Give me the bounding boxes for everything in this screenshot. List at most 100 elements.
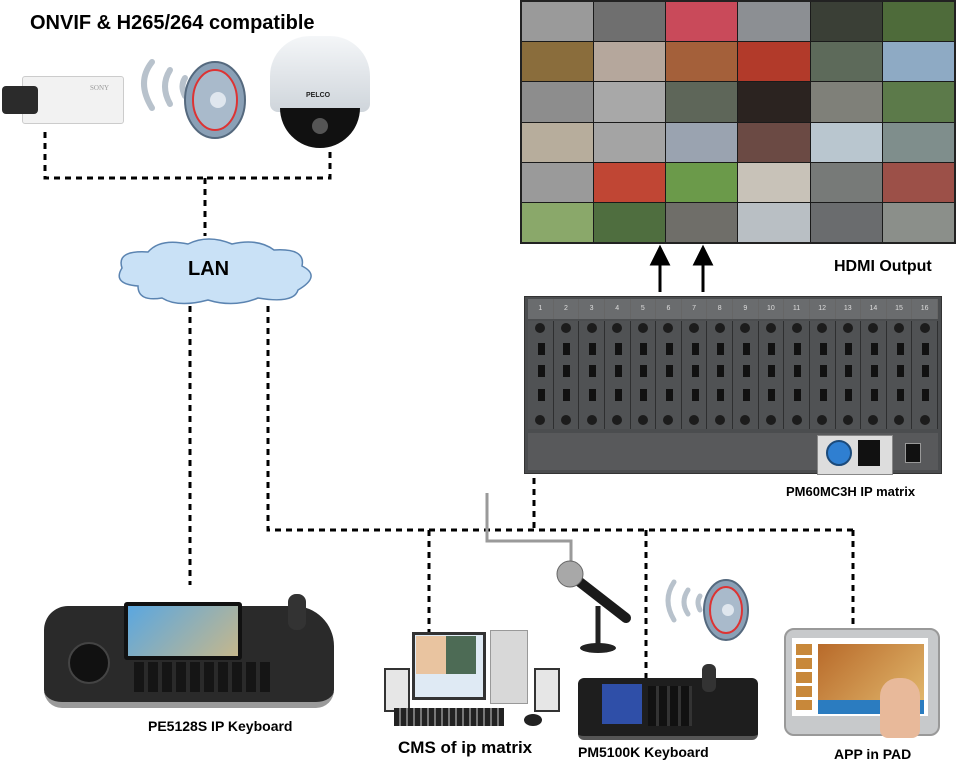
hdmi-port: [794, 343, 802, 355]
slot-number-strip: 1 2 3 4 5 6 7 8 9 10 11 12 13 14 15 16: [528, 299, 938, 319]
power-socket-icon: [858, 440, 880, 466]
hdmi-port: [537, 343, 545, 355]
hdmi-port: [691, 343, 699, 355]
decoder-card: [758, 321, 785, 429]
hdmi-port: [691, 365, 699, 377]
power-switch: [905, 443, 921, 463]
hdmi-port: [845, 343, 853, 355]
hdmi-port: [614, 365, 622, 377]
decoder-card: [579, 321, 605, 429]
bnc-connector: [535, 323, 546, 333]
bnc-connector: [765, 323, 776, 333]
bnc-connector: [842, 323, 853, 333]
decoder-card: [630, 321, 657, 429]
decoder-card: [861, 321, 887, 429]
wire-lan-bus: [266, 306, 853, 532]
slot-number: 5: [630, 299, 657, 319]
hdmi-port: [922, 365, 930, 377]
hdmi-port: [794, 365, 802, 377]
lcd-display: [602, 684, 642, 724]
bnc-connector: [637, 323, 648, 333]
decoder-cards: [528, 321, 938, 429]
mouse-icon: [524, 714, 542, 726]
hdmi-port: [870, 365, 878, 377]
fan-icon: [826, 440, 852, 466]
hdmi-port: [845, 389, 853, 401]
bnc-connector: [663, 415, 674, 425]
bnc-connector: [817, 415, 828, 425]
decoder-card: [733, 321, 759, 429]
wire-microphone: [485, 493, 573, 565]
hdmi-port: [922, 343, 930, 355]
box-camera: SONY: [2, 68, 124, 130]
ip-matrix-chassis: 1 2 3 4 5 6 7 8 9 10 11 12 13 14 15 16: [524, 296, 942, 475]
bnc-connector: [535, 415, 546, 425]
decoder-card: [681, 321, 708, 429]
pad-label: APP in PAD: [834, 746, 912, 762]
slot-number: 2: [553, 299, 580, 319]
bnc-connector: [637, 415, 648, 425]
bnc-connector: [740, 323, 751, 333]
hdmi-output-label: HDMI Output: [834, 258, 932, 275]
diagram-title: ONVIF & H265/264 compatible: [30, 12, 315, 34]
hdmi-port: [768, 343, 776, 355]
hdmi-port: [768, 389, 776, 401]
pm5100k-label: PM5100K Keyboard: [578, 744, 709, 760]
bnc-connector: [586, 323, 597, 333]
slot-number: 3: [579, 299, 605, 319]
hdmi-port: [896, 389, 904, 401]
hdmi-port: [896, 365, 904, 377]
speaker-icon: [130, 48, 256, 140]
slot-number: 4: [604, 299, 631, 319]
hdmi-port: [742, 365, 750, 377]
bnc-connector: [663, 323, 674, 333]
bnc-connector: [560, 415, 571, 425]
hdmi-port: [870, 343, 878, 355]
bnc-connector: [868, 323, 879, 333]
decoder-card: [707, 321, 733, 429]
bnc-connector: [791, 323, 802, 333]
hdmi-port: [870, 389, 878, 401]
bnc-connector: [842, 415, 853, 425]
bnc-connector: [689, 415, 700, 425]
slot-number: 6: [656, 299, 682, 319]
decoder-card: [809, 321, 836, 429]
bnc-connector: [612, 323, 623, 333]
lan-cloud: LAN: [108, 236, 324, 306]
bnc-connector: [714, 415, 725, 425]
hdmi-port: [691, 389, 699, 401]
hand-icon: [880, 678, 920, 738]
hdmi-port: [794, 389, 802, 401]
tablet-pad: [780, 628, 940, 740]
hdmi-port: [614, 343, 622, 355]
pm5100k-keyboard: [578, 664, 758, 740]
slot-number: 10: [758, 299, 785, 319]
slot-number: 7: [681, 299, 708, 319]
matrix-label: PM60MC3H IP matrix: [786, 484, 916, 499]
lan-label: LAN: [188, 258, 230, 280]
slot-number: 16: [912, 299, 938, 319]
touch-screen: [124, 602, 242, 660]
decoder-card: [886, 321, 913, 429]
hdmi-port: [614, 389, 622, 401]
hdmi-port: [665, 389, 673, 401]
hdmi-arrow-head-2: [692, 244, 714, 266]
dome-camera-brand: PELCO: [306, 92, 331, 99]
bnc-connector: [560, 323, 571, 333]
hdmi-port: [665, 365, 673, 377]
hdmi-port: [640, 389, 648, 401]
hdmi-port: [922, 389, 930, 401]
hdmi-port: [537, 365, 545, 377]
hdmi-port: [589, 365, 597, 377]
hdmi-port: [563, 343, 571, 355]
wire-dome-camera: [205, 152, 332, 180]
bnc-connector: [817, 323, 828, 333]
hdmi-arrow-head-1: [649, 244, 671, 266]
hdmi-port: [640, 343, 648, 355]
wire-box-camera: [43, 132, 205, 180]
hdmi-port: [537, 389, 545, 401]
slot-number: 8: [707, 299, 733, 319]
cms-computer: [384, 630, 564, 734]
bnc-connector: [714, 323, 725, 333]
